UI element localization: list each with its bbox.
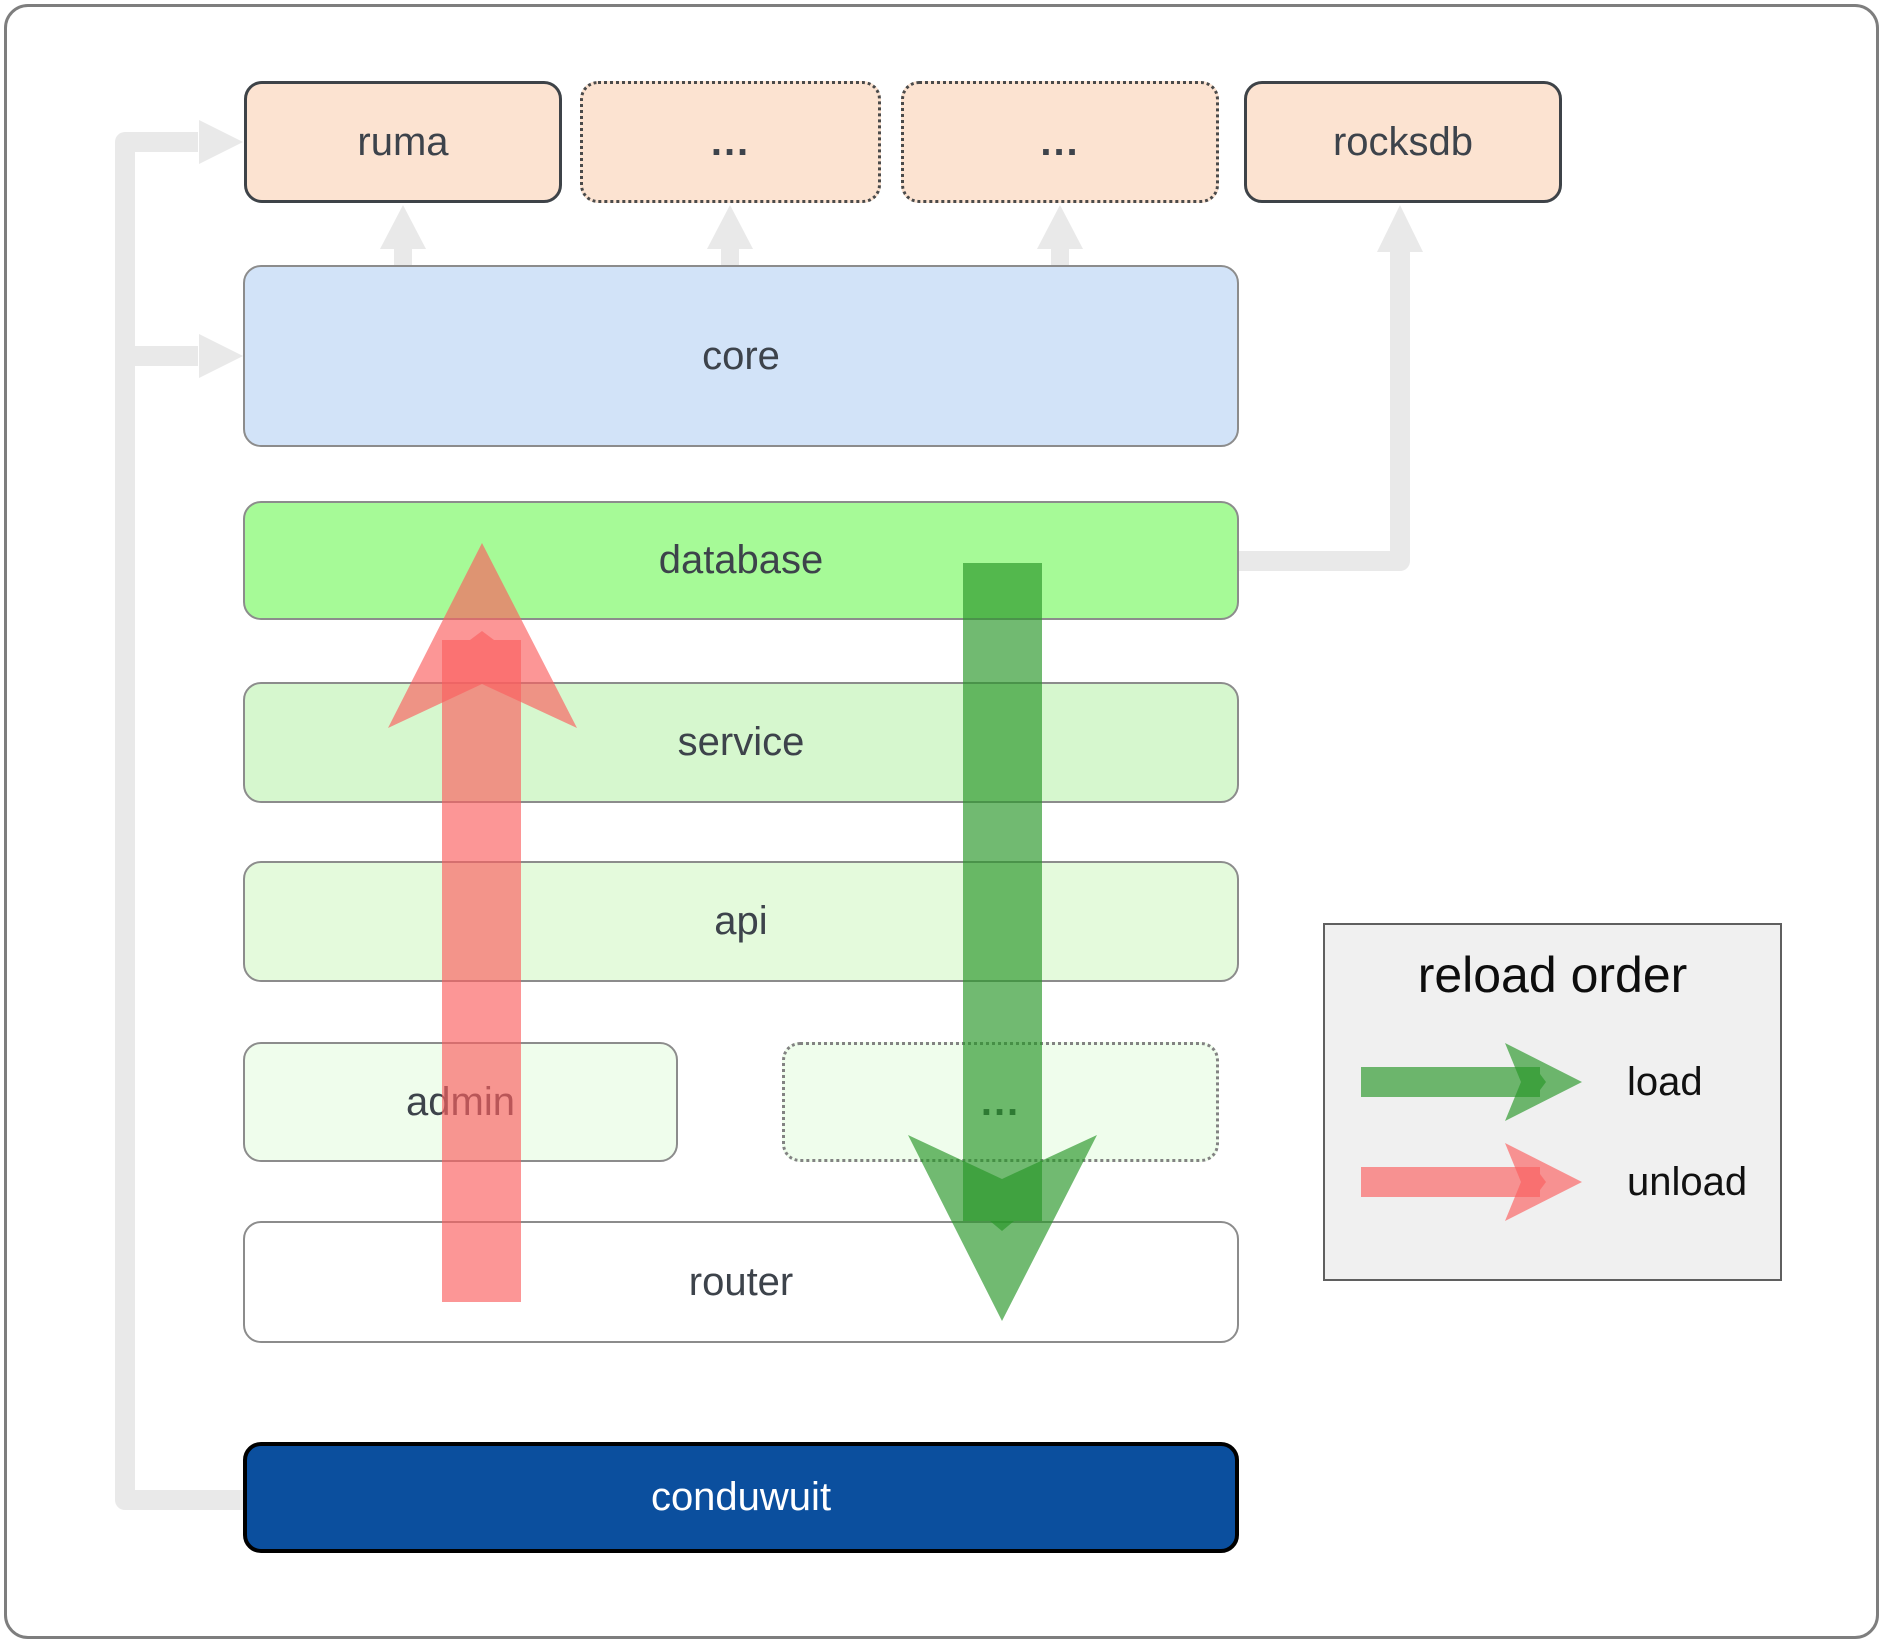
box-conduwuit: conduwuit <box>243 1442 1239 1553</box>
box-dots-top-2-label: ... <box>1040 119 1080 164</box>
arrowhead-into-ruma-icon <box>199 120 243 164</box>
box-router: router <box>243 1221 1239 1343</box>
box-ruma: ruma <box>244 81 562 203</box>
box-rocksdb: rocksdb <box>1244 81 1562 203</box>
conduwuit-to-ruma-connector <box>115 120 243 1510</box>
database-to-rocksdb-connector <box>1239 205 1423 571</box>
box-dots-top-1: ... <box>580 81 881 203</box>
box-database: database <box>243 501 1239 620</box>
arrowhead-up-icon <box>707 205 753 249</box>
box-ruma-label: ruma <box>357 119 449 164</box>
box-dots-admin-label: ... <box>980 1079 1021 1124</box>
outer-frame <box>4 4 1879 1639</box>
box-conduwuit-label: conduwuit <box>650 1475 832 1519</box>
box-router-label: router <box>688 1259 794 1304</box>
box-database-label: database <box>658 538 824 582</box>
box-core: core <box>243 265 1239 447</box>
box-api-label: api <box>714 899 768 943</box>
box-api: api <box>243 861 1239 982</box>
legend-title: reload order <box>1417 947 1688 1003</box>
arrowhead-into-core-icon <box>199 334 243 378</box>
box-dots-admin: ... <box>782 1042 1219 1162</box>
core-to-top-row-arrows <box>380 205 1083 266</box>
connector-elbow-line <box>1239 252 1410 571</box>
legend-unload-label: unload <box>1627 1160 1748 1204</box>
connector-elbow-line <box>115 132 243 1510</box>
box-service: service <box>243 682 1239 803</box>
arrowhead-up-icon <box>380 205 426 249</box>
box-service-label: service <box>677 720 805 764</box>
box-rocksdb-label: rocksdb <box>1332 119 1474 164</box>
box-core-label: core <box>702 333 780 378</box>
legend-load-label: load <box>1627 1060 1703 1104</box>
arrowhead-up-icon <box>1037 205 1083 249</box>
box-admin: admin <box>243 1042 678 1162</box>
box-admin-label: admin <box>406 1079 515 1124</box>
box-dots-top-1-label: ... <box>710 119 751 164</box>
arrowhead-into-rocksdb-icon <box>1377 205 1423 252</box>
box-dots-top-2: ... <box>901 81 1219 203</box>
